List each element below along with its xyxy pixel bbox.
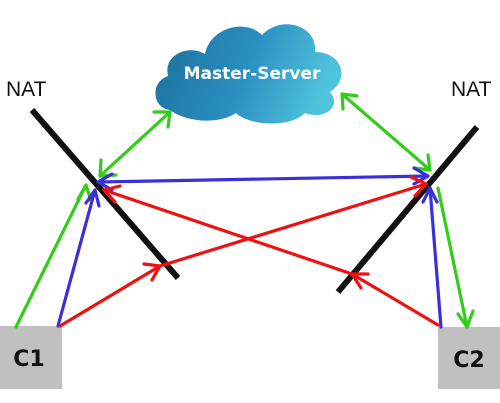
nat-right-label: NAT	[451, 78, 492, 101]
red-arrow-c2-to-nat-right-lower	[350, 272, 440, 327]
client-c2: C2	[438, 327, 500, 389]
green-arrow-c1-to-nat-left	[14, 183, 88, 329]
red-arrow-nat-left-to-nat-right-top	[158, 182, 428, 268]
blue-arrow-c2-to-nat-right	[428, 186, 443, 329]
red-arrow-c1-to-nat-left-lower	[58, 264, 162, 328]
blue-arrow-c1-to-nat-left	[56, 188, 97, 328]
red-arrowhead-nat-left-top	[102, 184, 122, 204]
cloud-shape	[155, 24, 342, 124]
blue-arrowhead-nat-left	[96, 172, 114, 192]
nat-right-barrier	[335, 125, 480, 294]
green-arrowhead-nat-right-top	[412, 153, 432, 172]
blue-arrow-nat-left-to-nat-right	[96, 174, 430, 184]
client-c2-box	[438, 327, 500, 389]
nat-left-barrier	[29, 108, 181, 280]
red-arrowhead-nat-right-top	[409, 175, 428, 198]
client-c1-label: C1	[13, 347, 44, 372]
green-arrow-nat-right-to-c2	[436, 186, 469, 329]
blue-arrowhead-c1-nat-left	[84, 188, 101, 208]
green-arrowhead-server-right	[340, 92, 359, 111]
client-c1-box	[0, 326, 62, 389]
master-server-cloud: Master-Server	[155, 24, 342, 124]
blue-arrowhead-c2-nat-right	[421, 186, 439, 204]
green-arrowhead-server-left	[152, 110, 172, 129]
green-arrow-server-to-nat-right	[340, 92, 432, 172]
green-arrow-nat-left-to-server	[98, 110, 172, 178]
red-arrow-nat-right-to-nat-left-top	[102, 188, 354, 276]
client-c1: C1	[0, 326, 62, 389]
nat-left-label: NAT	[6, 78, 47, 101]
client-c2-label: C2	[453, 348, 484, 373]
green-arrowhead-c2	[456, 309, 475, 329]
master-server-label: Master-Server	[184, 64, 321, 84]
